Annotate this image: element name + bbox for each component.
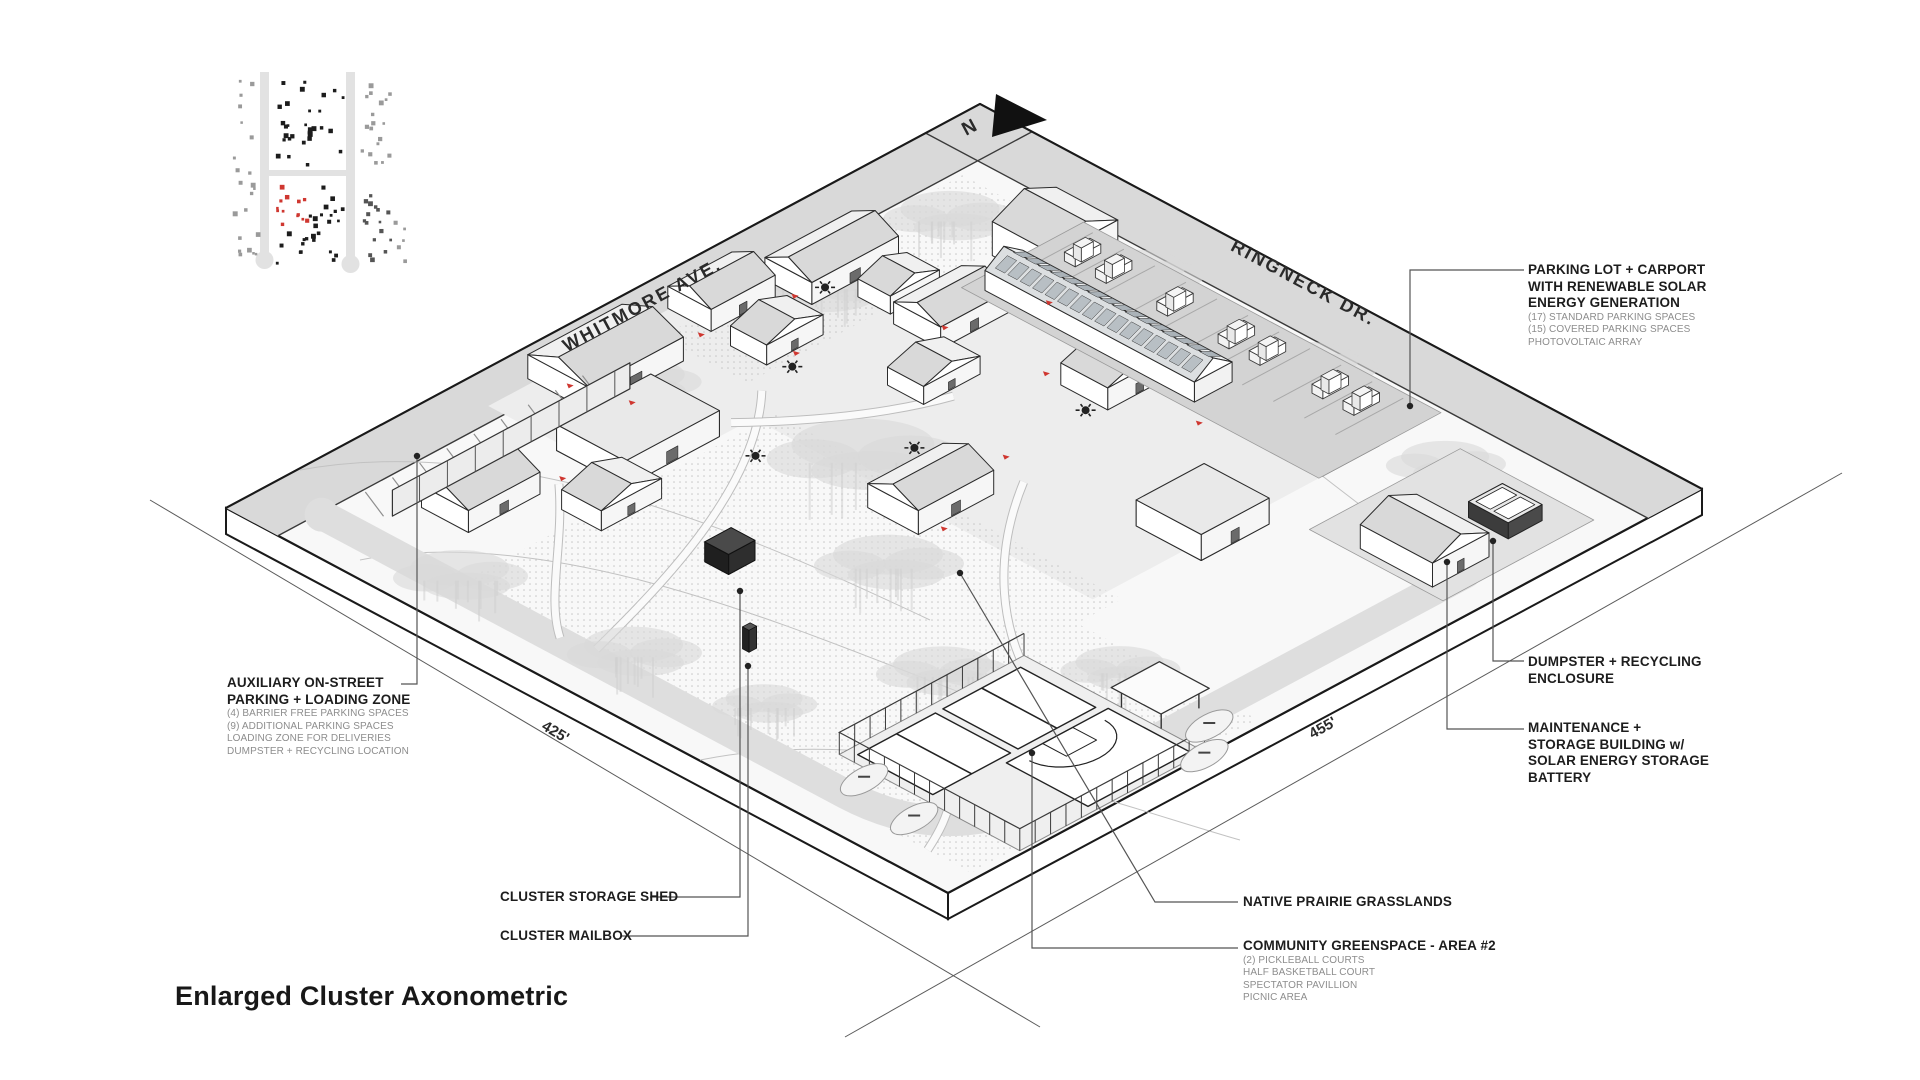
house: [867, 442, 995, 536]
annotation-greenspace: COMMUNITY GREENSPACE - AREA #2 (2) PICKL…: [1243, 938, 1496, 1003]
house: [556, 373, 720, 488]
patio-table: [745, 449, 766, 463]
leader-storage-shed: [650, 591, 741, 898]
community-greenspace: [838, 632, 1206, 852]
entry-marker: [941, 325, 949, 331]
car: [1094, 253, 1133, 284]
leader-dumpster: [1492, 541, 1524, 662]
car: [1063, 236, 1102, 268]
tree-silhouette: [712, 684, 818, 741]
car: [1156, 286, 1194, 317]
picnic-pad: [1180, 738, 1229, 773]
annotation-storage-shed: CLUSTER STORAGE SHED: [500, 889, 679, 904]
annotation-prairie: NATIVE PRAIRIE GRASSLANDS: [1243, 894, 1453, 909]
entry-marker: [566, 383, 574, 389]
entry-marker: [1002, 454, 1010, 460]
entry-marker: [559, 476, 567, 482]
car: [1217, 318, 1256, 350]
annotation-parking-lot: PARKING LOT + CARPORT WITH RENEWABLE SOL…: [1528, 262, 1707, 348]
tree-silhouette: [393, 550, 528, 622]
picnic-pad: [890, 801, 939, 836]
leader-prairie: [959, 572, 1238, 903]
site-model: [224, 102, 1704, 921]
picnic-pad: [1185, 709, 1234, 743]
solar-carport: [984, 245, 1233, 403]
house: [667, 251, 776, 332]
cluster-mailbox: [742, 622, 757, 653]
patio-table: [1075, 403, 1096, 417]
leader-greenspace: [1031, 753, 1238, 949]
entry-marker: [628, 400, 636, 406]
annotation-maintenance: MAINTENANCE + STORAGE BUILDING w/ SOLAR …: [1528, 720, 1710, 785]
house: [1135, 463, 1270, 561]
car: [1342, 385, 1380, 416]
leader-maintenance: [1446, 562, 1524, 730]
tree-silhouette: [566, 626, 702, 698]
leader-dots: [413, 402, 1497, 757]
dimension-lines: [149, 472, 1843, 1038]
entry-marker: [940, 526, 948, 532]
tree-silhouette: [883, 190, 1019, 262]
key-plan-map: [232, 72, 407, 273]
picnic-pad: [839, 763, 889, 797]
entry-marker: [792, 350, 800, 356]
leader-parking-lot: [1409, 269, 1524, 406]
patio-table: [815, 280, 836, 294]
house: [730, 295, 824, 366]
dumpster-enclosure: [1468, 483, 1543, 540]
leader-mailbox: [622, 666, 749, 937]
car: [1311, 368, 1349, 400]
patio-table: [782, 360, 803, 374]
dimension-bottom-left: 425': [539, 718, 572, 747]
spectator-pavilion: [1110, 661, 1210, 729]
cluster-storage-shed: [704, 527, 756, 575]
entry-marker: [791, 293, 799, 299]
sheet-title: Enlarged Cluster Axonometric: [175, 981, 569, 1011]
house: [887, 336, 981, 405]
annotation-auxiliary-parking: AUXILIARY ON-STREET PARKING + LOADING ZO…: [227, 675, 411, 757]
leader-auxiliary-parking: [401, 456, 418, 685]
patio-table: [904, 441, 925, 455]
annotation-dumpster: DUMPSTER + RECYCLING ENCLOSURE: [1528, 654, 1702, 686]
entry-marker: [1045, 300, 1053, 306]
entry-marker: [697, 332, 705, 338]
entry-marker: [1042, 371, 1050, 377]
auxiliary-parking-area: [364, 362, 631, 517]
house: [561, 456, 663, 532]
entry-marker: [1195, 420, 1203, 426]
leader-lines: [401, 269, 1524, 949]
tree-silhouette: [813, 534, 964, 614]
annotation-mailbox: CLUSTER MAILBOX: [500, 928, 632, 943]
car: [1248, 335, 1287, 366]
